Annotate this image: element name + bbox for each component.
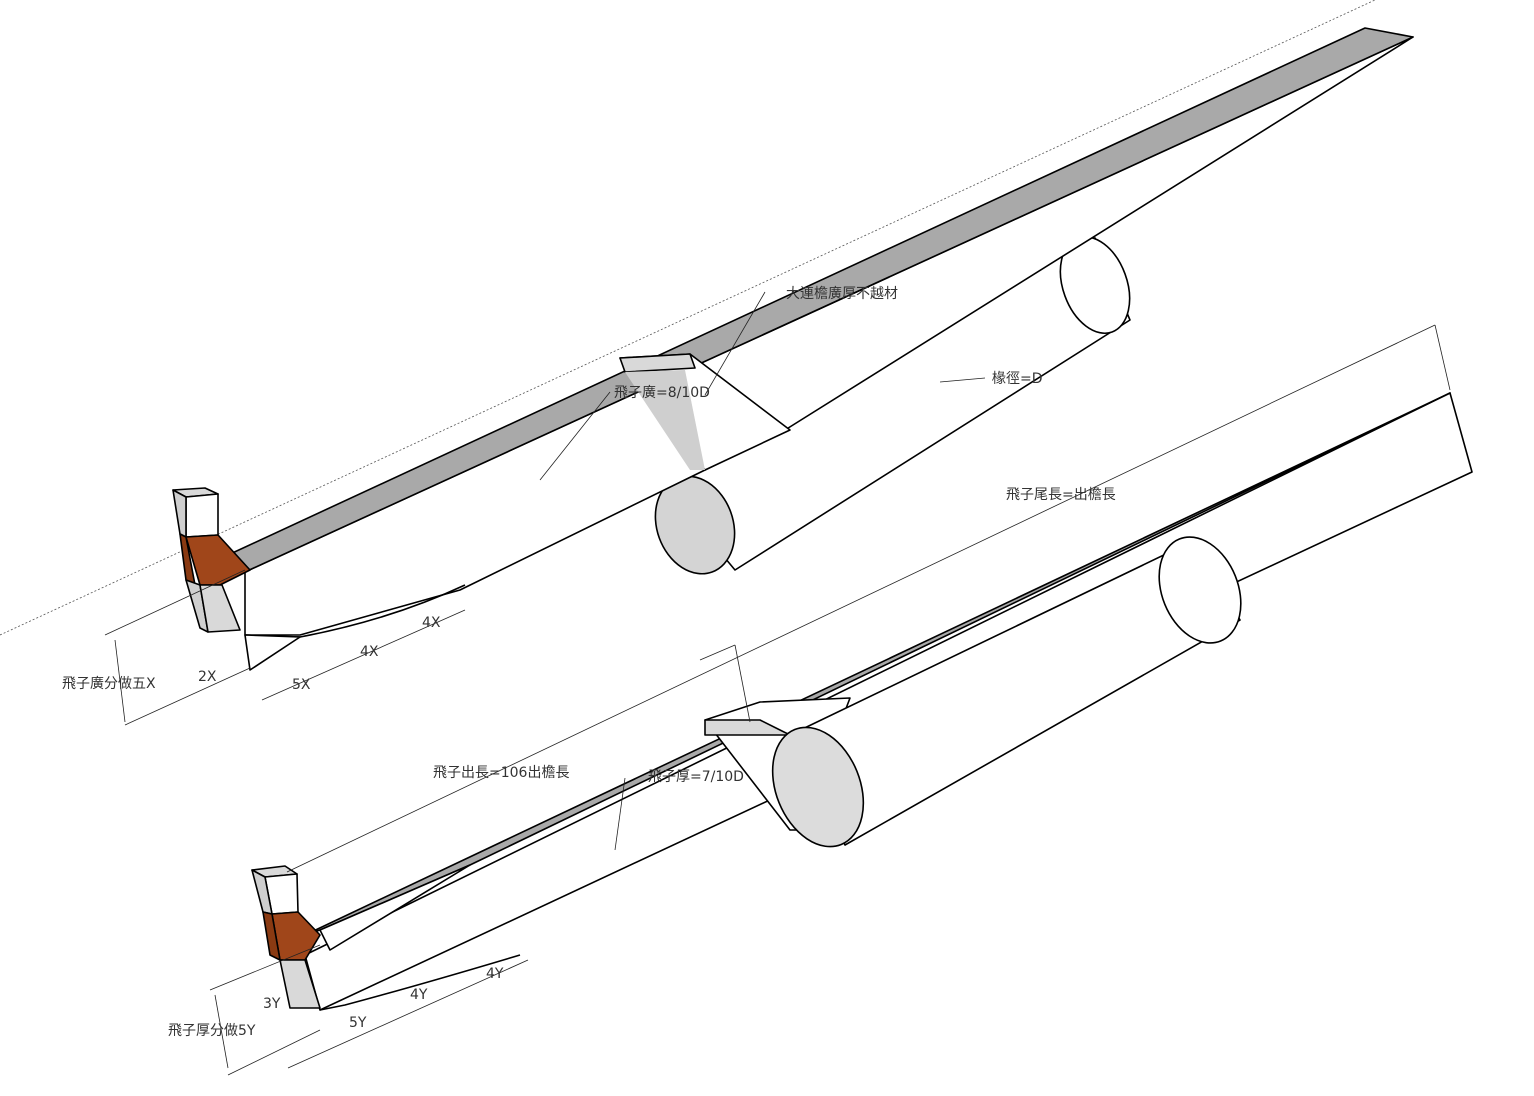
wood-section — [185, 534, 251, 586]
lower-assembly — [251, 392, 1473, 1011]
guide-line — [0, 0, 1376, 636]
label-thickness-division: 飛子厚分做5Y — [168, 1023, 256, 1039]
label-2x: 2X — [198, 669, 217, 685]
label-3y: 3Y — [263, 996, 281, 1012]
label-width-division: 飛子廣分做五X — [62, 675, 156, 692]
label-5y: 5Y — [349, 1015, 367, 1031]
dimension-lines — [104, 291, 1451, 1076]
upper-assembly — [172, 27, 1414, 671]
label-rafter-diameter: 椽徑=D — [992, 371, 1043, 387]
label-feizi-thickness: 飛子厚=7/10D — [648, 769, 744, 785]
label-dalianyan: 大連檐廣厚不越材 — [786, 285, 898, 302]
label-tail-length: 飛子尾長=出檐長 — [1006, 487, 1116, 503]
label-4y-a: 4Y — [410, 987, 428, 1003]
label-4y-b: 4Y — [486, 966, 504, 982]
label-out-length: 飛子出長=106出檐長 — [433, 765, 569, 781]
label-4x-b: 4X — [422, 615, 441, 631]
upper-end-post — [172, 487, 251, 633]
label-5x: 5X — [292, 677, 311, 693]
labels: 大連檐廣厚不越材 飛子廣=8/10D 椽徑=D 飛子尾長=出檐長 飛子廣分做五X… — [62, 285, 1116, 1039]
label-feizi-width: 飛子廣=8/10D — [614, 384, 710, 401]
lower-rafter-cylinder — [771, 536, 1242, 848]
lower-end-post — [251, 865, 321, 1009]
label-4x-a: 4X — [360, 644, 379, 660]
